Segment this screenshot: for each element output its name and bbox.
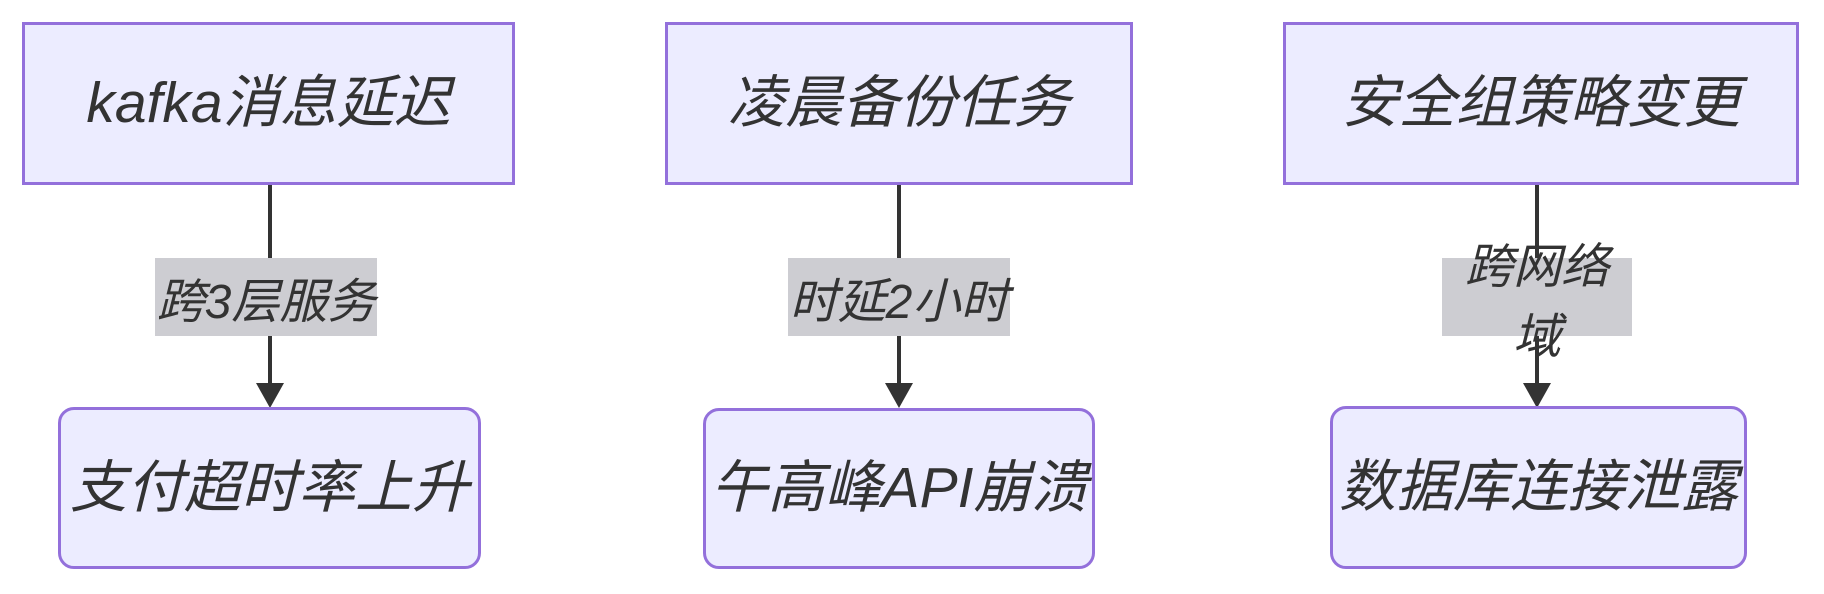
edge-label-2: 时延2小时: [788, 258, 1010, 336]
arrow-down-icon: [256, 383, 284, 408]
node-label: 支付超时率上升: [70, 455, 469, 520]
node-label: 数据库连接泄露: [1339, 455, 1738, 520]
edge-label-text: 跨3层服务: [156, 276, 376, 329]
node-db-connection-leak: 数据库连接泄露: [1330, 406, 1747, 569]
edge-label-text: 时延2小时: [789, 276, 1009, 329]
arrow-down-icon: [1523, 383, 1551, 408]
node-label: 凌晨备份任务: [728, 71, 1070, 136]
edge-label-3: 跨网络域: [1442, 241, 1632, 364]
edge-label-text: 跨网络域: [1464, 241, 1609, 364]
node-api-crash: 午高峰API崩溃: [703, 408, 1095, 569]
node-kafka-delay: kafka消息延迟: [22, 22, 515, 185]
node-label: 安全组策略变更: [1341, 71, 1741, 136]
node-payment-timeout: 支付超时率上升: [58, 407, 481, 569]
edge-label-1: 跨3层服务: [155, 258, 377, 336]
node-label: kafka消息延迟: [86, 71, 451, 136]
node-backup-task: 凌晨备份任务: [665, 22, 1133, 185]
arrow-down-icon: [885, 383, 913, 408]
node-label: 午高峰API崩溃: [710, 456, 1088, 521]
node-security-group-change: 安全组策略变更: [1283, 22, 1799, 185]
